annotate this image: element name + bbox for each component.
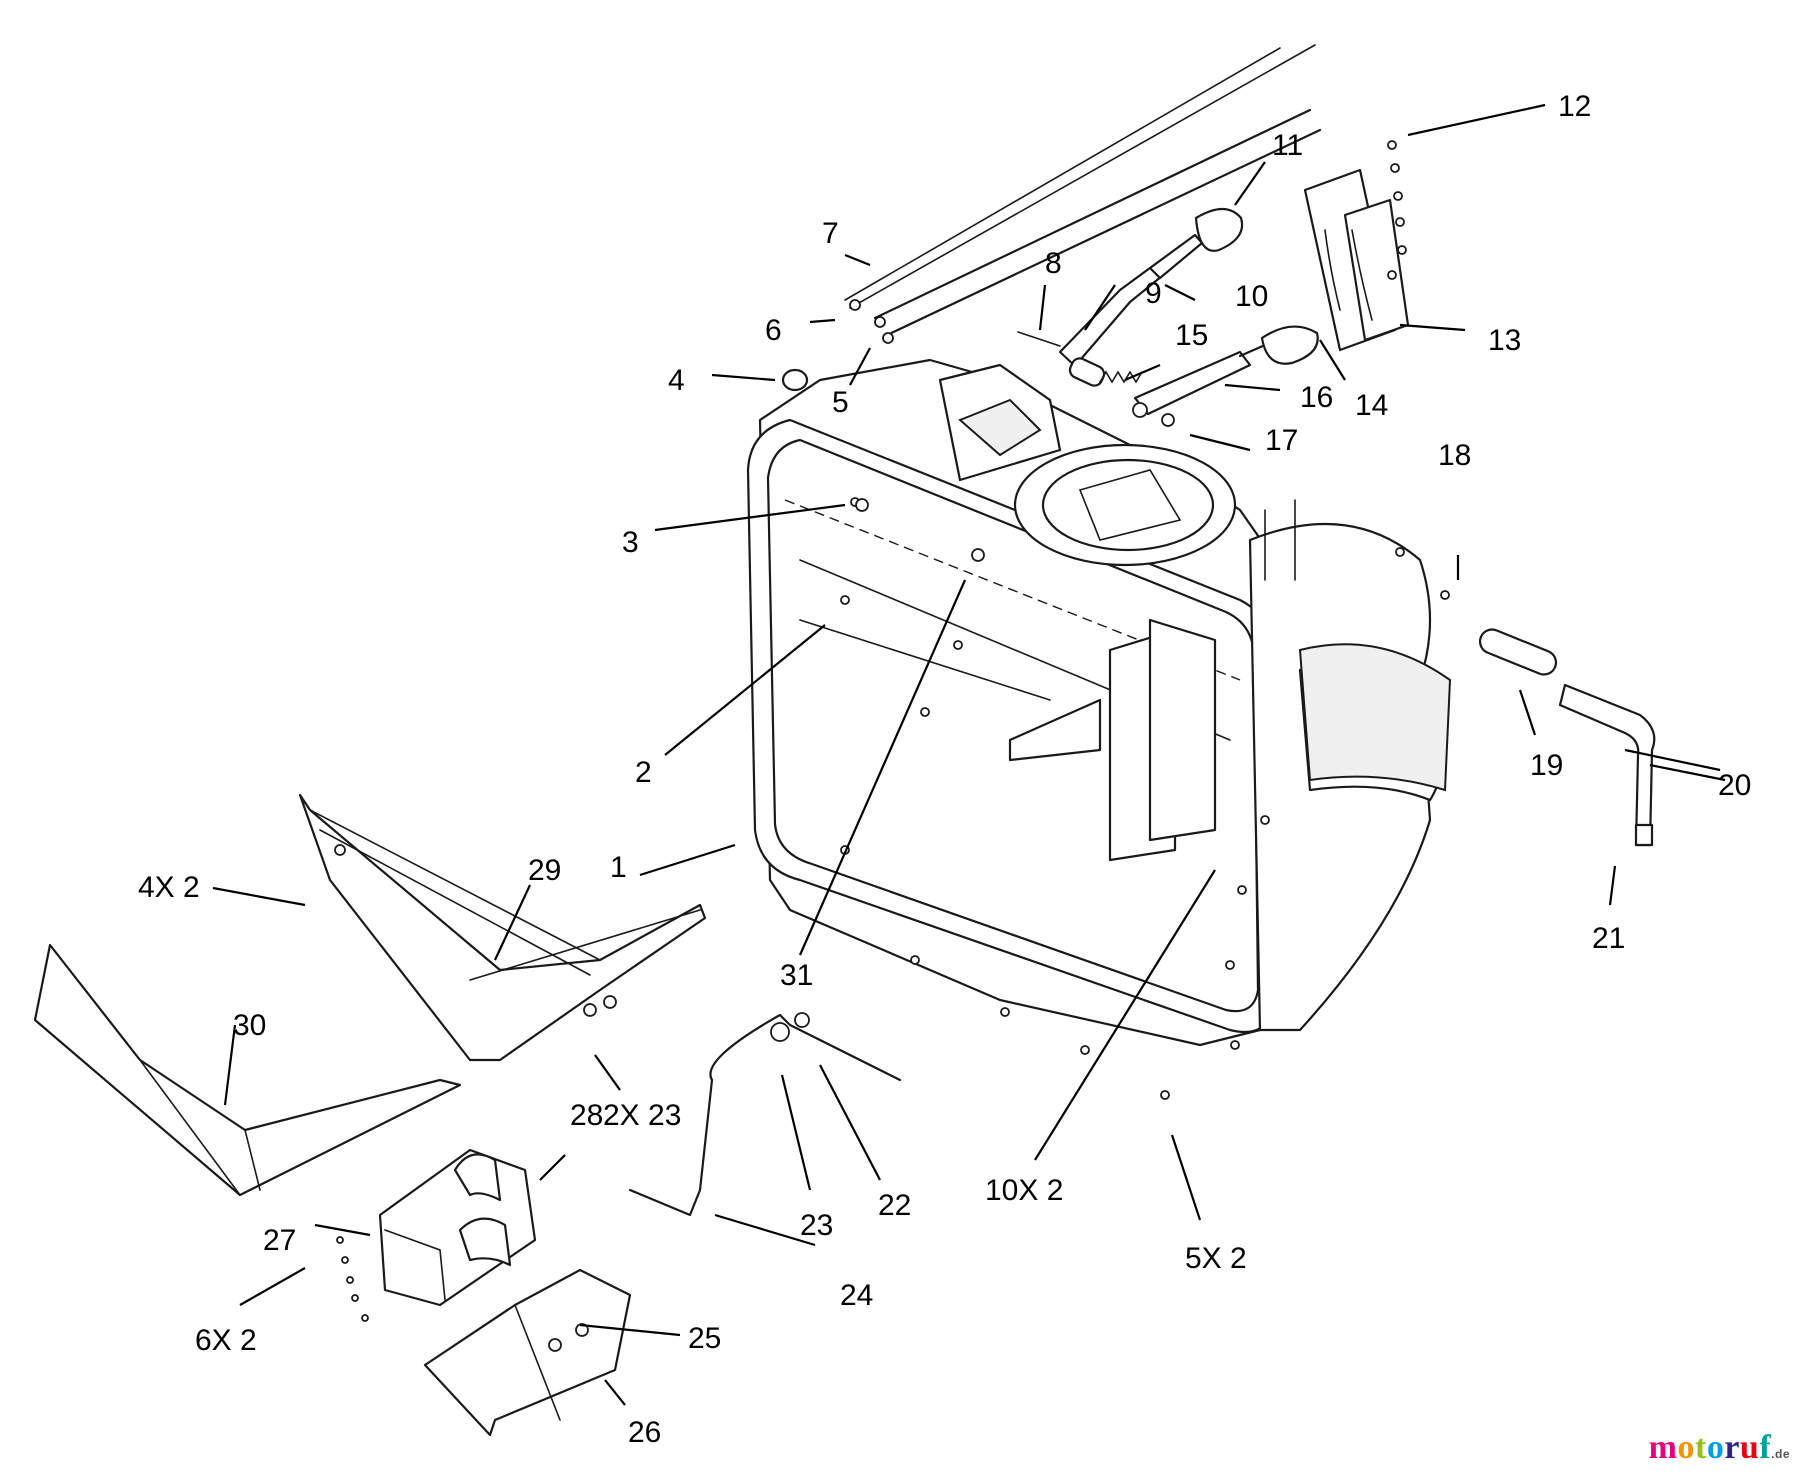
callout-13: 13 [1488, 324, 1521, 357]
callout-2: 2 [635, 756, 652, 789]
callout-4: 4 [668, 364, 685, 397]
callout-10x2: 10X 2 [985, 1174, 1063, 1207]
watermark-letter: m [1648, 1429, 1678, 1466]
callout-6x2: 6X 2 [195, 1324, 257, 1357]
watermark-letter: r [1724, 1429, 1740, 1466]
callout-30: 30 [233, 1009, 266, 1042]
callout-9: 9 [1145, 277, 1162, 310]
control-rods [844, 44, 1322, 344]
callout-25: 25 [688, 1322, 721, 1355]
callout-21: 21 [1592, 922, 1625, 955]
grip-and-pin [1478, 628, 1656, 847]
callout-1: 1 [610, 851, 627, 884]
callout-27: 27 [263, 1224, 296, 1257]
callout-17: 17 [1265, 424, 1298, 457]
callout-4x2: 4X 2 [138, 871, 200, 904]
callout-19: 19 [1530, 749, 1563, 782]
watermark-suffix: .de [1771, 1447, 1790, 1461]
callout-22: 22 [878, 1189, 911, 1222]
callout-12: 12 [1558, 90, 1591, 123]
callout-7: 7 [822, 217, 839, 250]
callout-15: 15 [1175, 319, 1208, 352]
callout-29: 29 [528, 854, 561, 887]
callout-6: 6 [765, 314, 782, 347]
callout-18: 18 [1438, 439, 1471, 472]
housing-frame [746, 358, 1452, 1100]
callout-labels: 1 2 3 4 5 6 7 8 9 10 11 12 13 14 15 16 1… [138, 90, 1751, 1449]
callout-5: 5 [832, 386, 849, 419]
callout-16: 16 [1300, 381, 1333, 414]
rod-part-24 [628, 1012, 902, 1217]
callout-28: 28 [570, 1099, 603, 1132]
bracket-plate [1303, 140, 1410, 352]
callout-23: 23 [800, 1209, 833, 1242]
watermark-letter: u [1739, 1429, 1760, 1466]
callout-5x2: 5X 2 [1185, 1242, 1247, 1275]
watermark-logo: motoruf.de [1649, 1429, 1790, 1467]
callout-24: 24 [840, 1279, 873, 1312]
nut-part-4 [781, 368, 809, 392]
scraper-part-30 [33, 943, 462, 1197]
leader-lines [212, 103, 1726, 1406]
watermark-letter: t [1694, 1429, 1707, 1466]
callout-3: 3 [622, 526, 639, 559]
callout-20: 20 [1718, 769, 1751, 802]
handle-linkage [1017, 207, 1319, 427]
callout-11: 11 [1272, 129, 1303, 162]
callout-2x23: 2X 23 [603, 1099, 681, 1132]
callout-8: 8 [1045, 247, 1062, 280]
watermark-letter: f [1759, 1429, 1772, 1466]
callout-26: 26 [628, 1416, 661, 1449]
callout-10: 10 [1235, 280, 1268, 313]
blade-part-26 [423, 1268, 632, 1437]
watermark-letter: o [1706, 1429, 1725, 1466]
deflector-part-29 [298, 793, 707, 1062]
skid-shoe-assembly [336, 1148, 537, 1322]
callout-14: 14 [1355, 389, 1388, 422]
callout-31: 31 [780, 959, 813, 992]
watermark-letter: o [1677, 1429, 1695, 1466]
